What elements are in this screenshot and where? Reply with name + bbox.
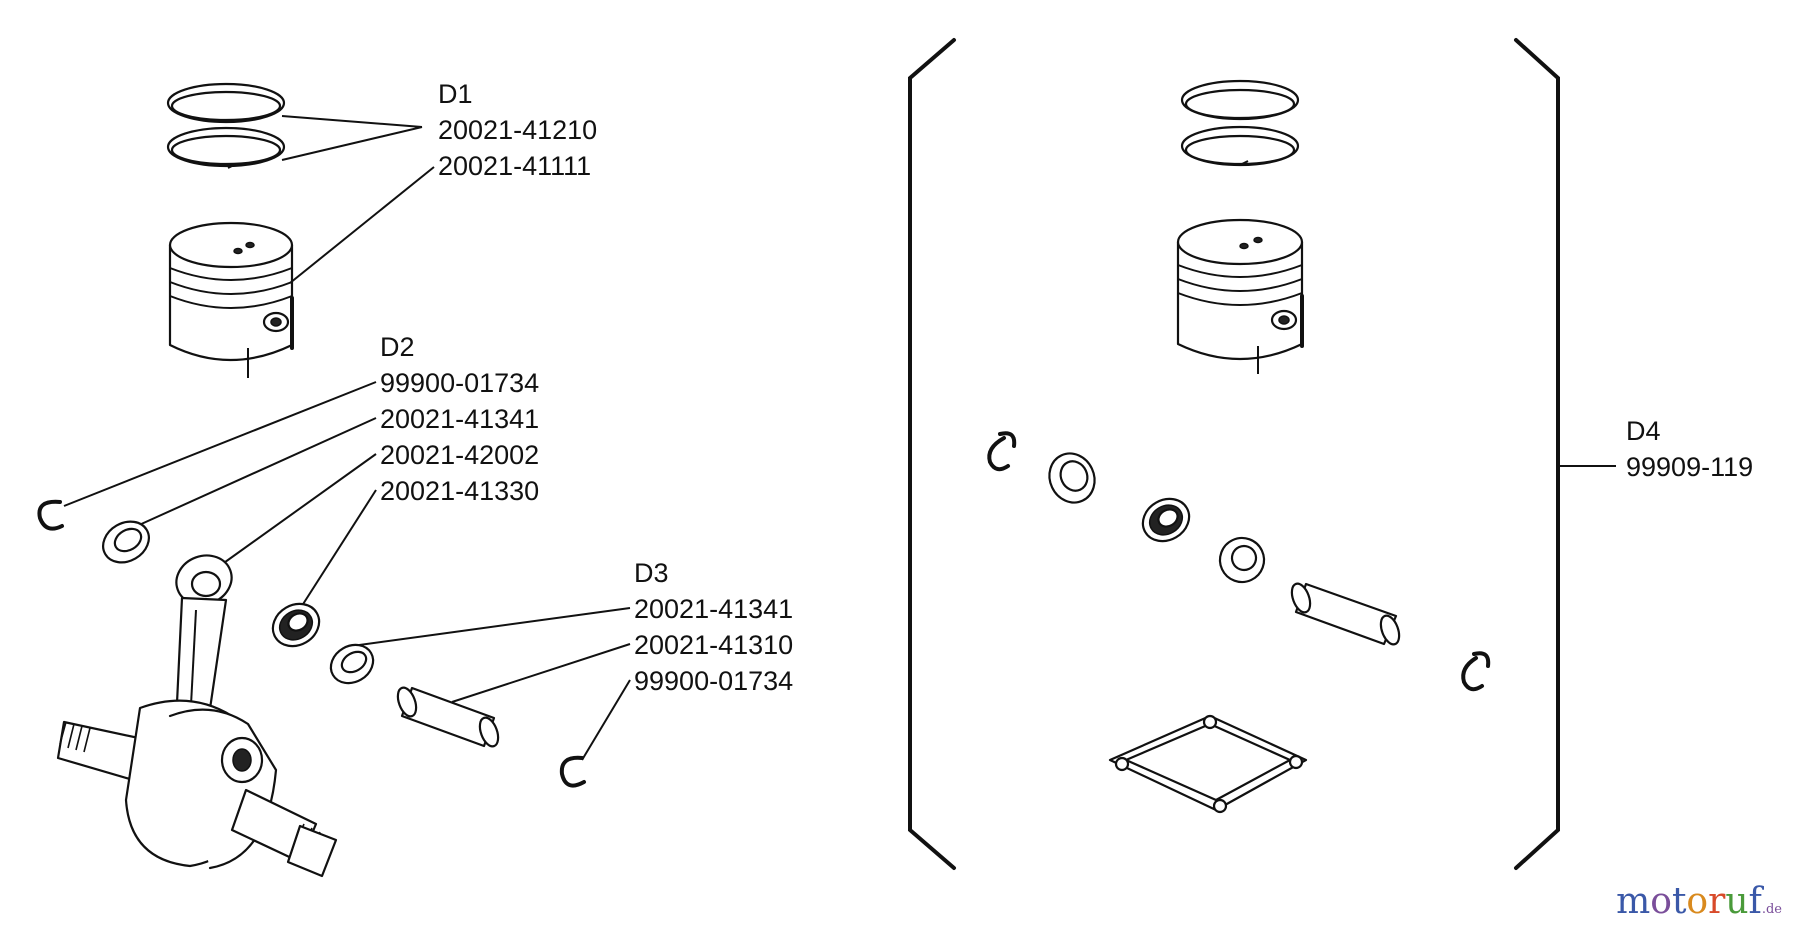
d2-part-1: 99900-01734 xyxy=(380,368,539,398)
kit-thrust-washer-1 xyxy=(1048,452,1096,504)
d3-code: D3 xyxy=(634,558,669,588)
kit-piston xyxy=(1176,218,1304,374)
d3-callout: D3 20021-41341 20021-41310 99900-01734 xyxy=(634,558,793,696)
kit-circlip-2 xyxy=(1461,651,1491,692)
d1-part-1: 20021-41210 xyxy=(438,115,597,145)
d2-callout: D2 99900-01734 20021-41341 20021-42002 2… xyxy=(380,332,539,506)
d1-leader-lines xyxy=(281,115,435,284)
d1-part-2: 20021-41111 xyxy=(438,151,591,181)
d3-part-2: 20021-41310 xyxy=(634,630,793,660)
d2-leader-lines xyxy=(63,381,377,613)
d3-part-3: 99900-01734 xyxy=(634,666,793,696)
d1-code: D1 xyxy=(438,79,473,109)
kit-circlip-1 xyxy=(987,431,1017,472)
kit-bracket-right xyxy=(1514,38,1560,870)
piston-ring-upper xyxy=(166,82,286,124)
d2-part-4: 20021-41330 xyxy=(380,476,539,506)
d1-callout: D1 20021-41210 20021-41111 xyxy=(438,79,597,181)
crankshaft-connecting-rod xyxy=(56,554,338,878)
kit-gasket xyxy=(1108,714,1308,814)
d4-code: D4 xyxy=(1626,416,1661,446)
piston xyxy=(168,221,294,378)
kit-piston-rings xyxy=(1180,79,1300,167)
d3-leader-lines xyxy=(351,607,631,761)
kit-bracket-left xyxy=(908,38,956,870)
kit-piston-pin xyxy=(1290,582,1401,646)
watermark-logo: motoruf.de xyxy=(1616,881,1782,922)
d2-part-3: 20021-42002 xyxy=(380,440,539,470)
d4-callout: D4 99909-119 xyxy=(1626,416,1753,482)
d2-code: D2 xyxy=(380,332,415,362)
d2-part-2: 20021-41341 xyxy=(380,404,539,434)
piston-ring-lower xyxy=(166,126,286,169)
kit-thrust-washer-2 xyxy=(1218,536,1266,584)
circlip-d3 xyxy=(559,755,586,788)
kit-needle-bearing xyxy=(1141,497,1191,543)
thrust-washer-d3 xyxy=(329,643,375,685)
d4-part-1: 99909-119 xyxy=(1626,452,1753,482)
circlip-left xyxy=(37,499,64,531)
needle-bearing-d2 xyxy=(271,602,321,648)
d3-part-1: 20021-41341 xyxy=(634,594,793,624)
piston-pin-d3 xyxy=(396,686,500,748)
thrust-washer-left xyxy=(102,520,150,564)
